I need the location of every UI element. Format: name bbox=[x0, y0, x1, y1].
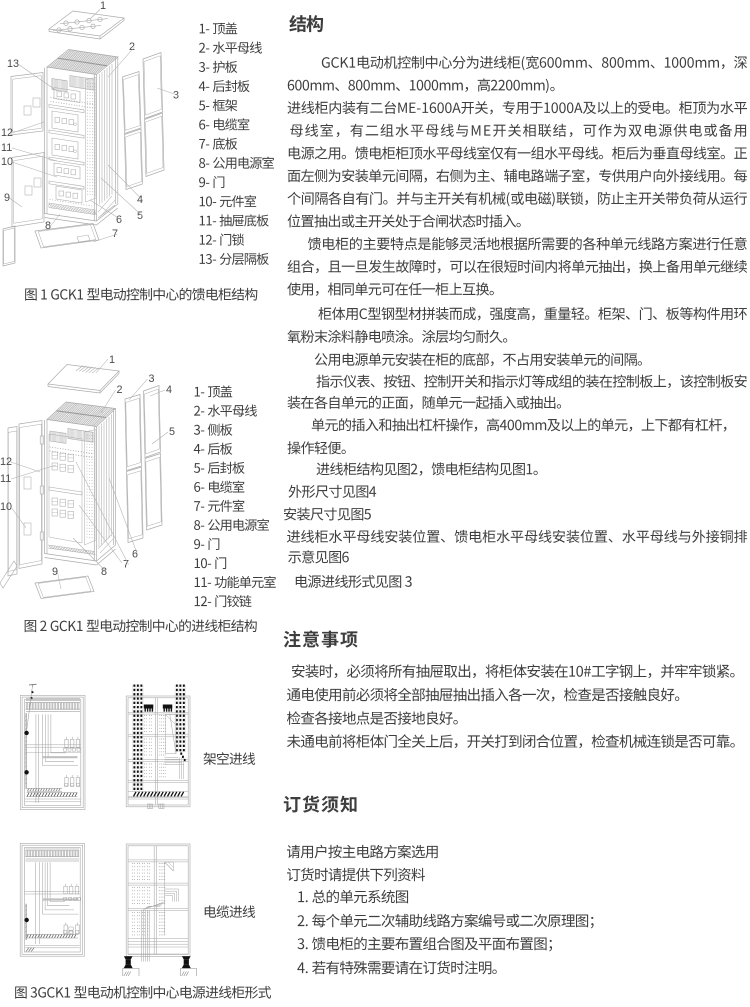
svg-text:8: 8 bbox=[45, 220, 51, 232]
svg-text:3: 3 bbox=[149, 373, 155, 385]
svg-text:1: 1 bbox=[100, 0, 106, 12]
svg-text:4: 4 bbox=[137, 194, 143, 206]
svg-text:12: 12 bbox=[0, 456, 12, 468]
svg-text:2: 2 bbox=[129, 41, 135, 53]
svg-text:6: 6 bbox=[132, 549, 138, 561]
svg-text:4: 4 bbox=[166, 384, 172, 396]
svg-text:12: 12 bbox=[1, 127, 13, 139]
svg-text:8: 8 bbox=[101, 566, 107, 578]
svg-text:9: 9 bbox=[4, 192, 10, 204]
svg-text:10: 10 bbox=[0, 501, 12, 513]
svg-text:7: 7 bbox=[123, 559, 129, 571]
svg-text:11: 11 bbox=[0, 473, 11, 485]
svg-text:10: 10 bbox=[1, 156, 13, 168]
svg-text:13: 13 bbox=[7, 58, 19, 70]
svg-text:5: 5 bbox=[169, 426, 175, 438]
svg-text:1: 1 bbox=[109, 354, 115, 366]
svg-text:2: 2 bbox=[117, 384, 123, 396]
svg-text:9: 9 bbox=[52, 566, 58, 578]
svg-text:11: 11 bbox=[1, 142, 12, 154]
